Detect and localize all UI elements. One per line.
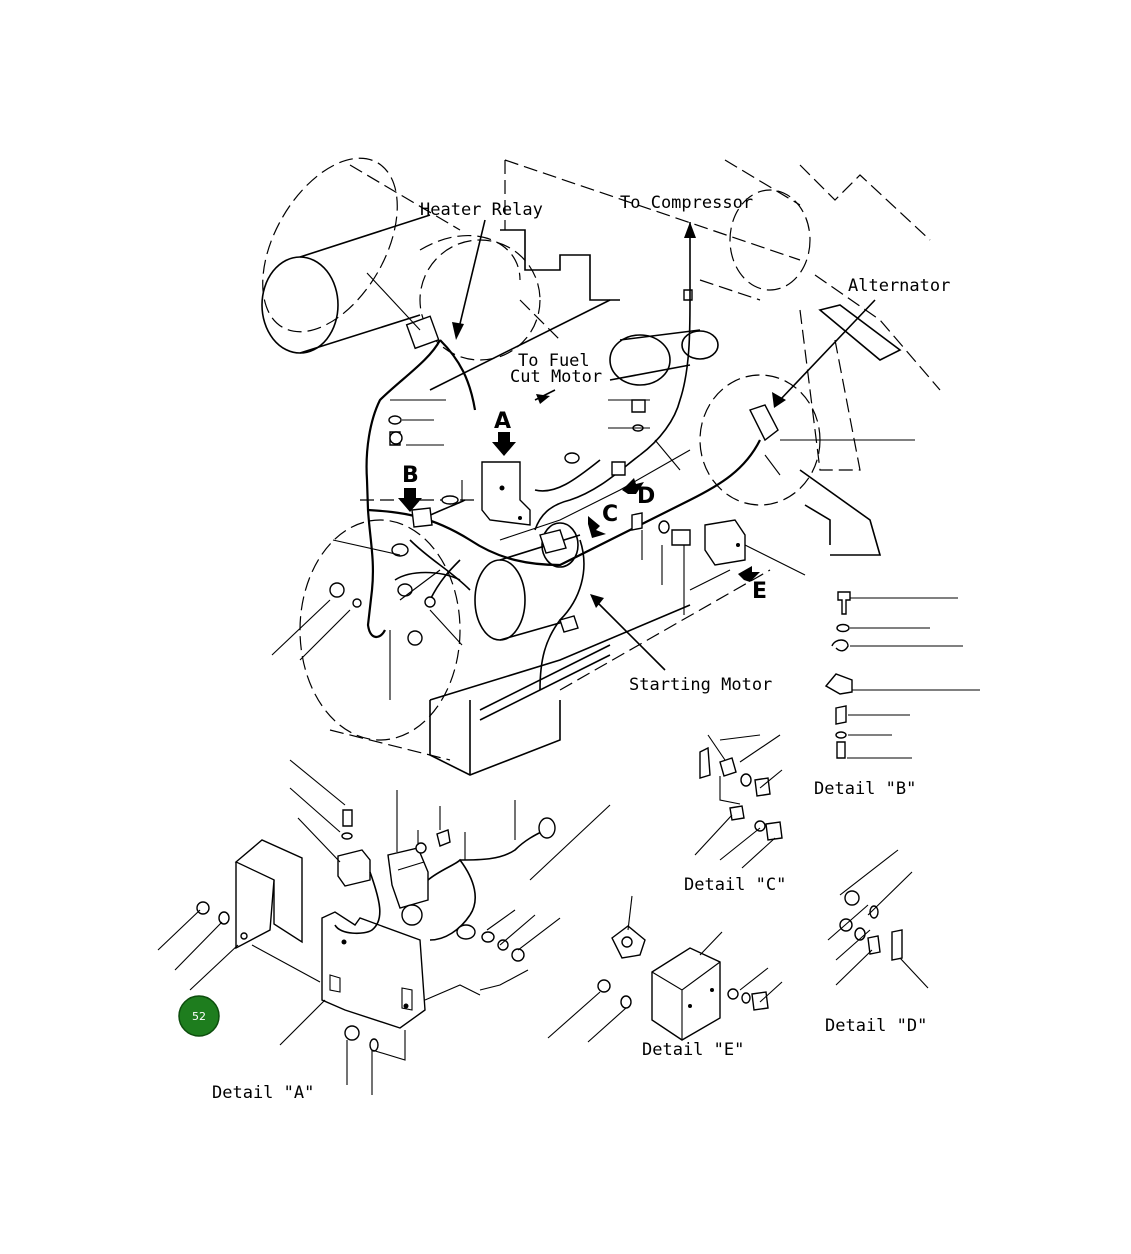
- detail-a-assembly: [157, 759, 611, 1095]
- callout-letter-b: B: [402, 463, 419, 488]
- detail-e-caption: Detail "E": [642, 1040, 744, 1060]
- to-fuel-cut-motor-label-line1: To Fuel: [518, 351, 590, 371]
- detail-a-caption: Detail "A": [212, 1083, 314, 1103]
- starting-motor-label: Starting Motor: [629, 675, 772, 695]
- badge-number: 52: [192, 1010, 206, 1023]
- to-compressor-label: To Compressor: [620, 193, 753, 213]
- leader-lines-main: [271, 272, 915, 700]
- page-number-badge[interactable]: 52: [178, 995, 220, 1037]
- wiring-harness: [365, 299, 761, 691]
- detail-e-assembly: [547, 895, 783, 1043]
- detail-c-caption: Detail "C": [684, 875, 786, 895]
- detail-d-caption: Detail "D": [825, 1016, 927, 1036]
- to-fuel-cut-motor-label-line2: Cut Motor: [510, 367, 602, 387]
- diagram-labels: Heater Relay To Compressor Alternator To…: [212, 193, 950, 1103]
- heater-relay-label: Heater Relay: [420, 200, 543, 220]
- callout-letter-c: C: [602, 502, 618, 527]
- callout-letter-e: E: [752, 579, 767, 604]
- detail-c-assembly: [694, 734, 783, 869]
- detail-d-assembly: [827, 849, 929, 989]
- engine-small-parts: [329, 289, 779, 646]
- alternator-label: Alternator: [848, 276, 950, 296]
- badge-circle[interactable]: [178, 995, 220, 1037]
- callout-letter-d: D: [637, 484, 655, 509]
- detail-b-assembly: [824, 591, 980, 759]
- callout-arrows: [398, 219, 876, 671]
- detail-b-caption: Detail "B": [814, 779, 916, 799]
- callout-letter-a: A: [494, 409, 511, 434]
